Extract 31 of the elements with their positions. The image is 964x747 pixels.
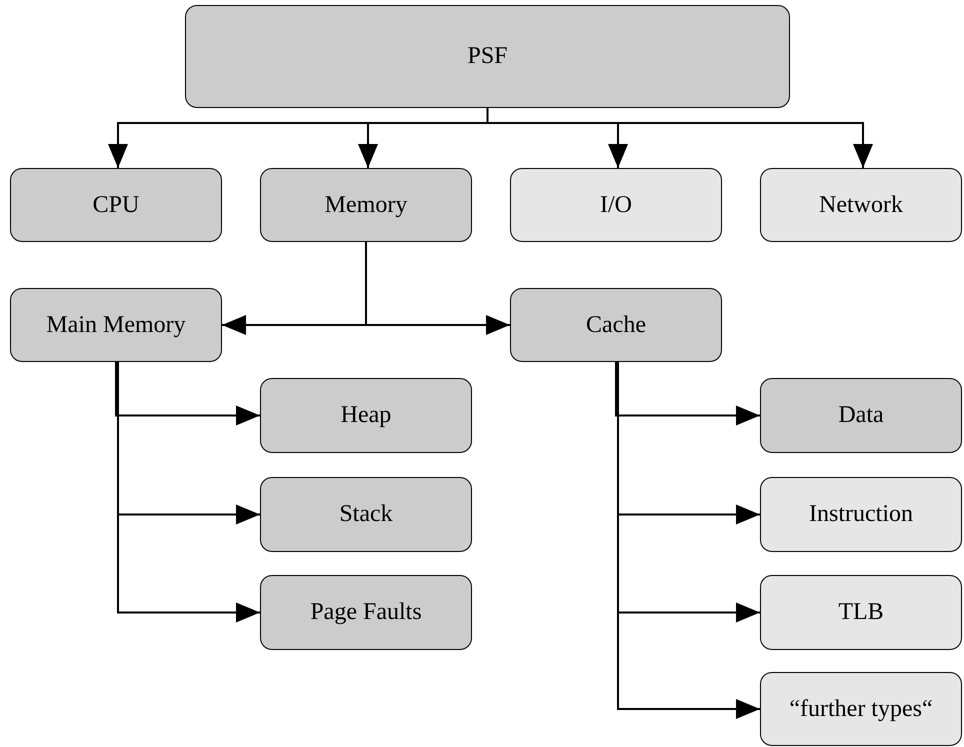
category-box	[760, 477, 962, 552]
category-box	[260, 477, 472, 552]
category-box	[260, 575, 472, 650]
arrow	[365, 242, 510, 335]
box-label: I/O	[600, 192, 632, 218]
arrow	[615, 362, 760, 426]
box-label: CPU	[92, 192, 140, 218]
category-box	[760, 378, 962, 453]
box-label: Main Memory	[46, 312, 186, 338]
category-box	[510, 288, 722, 362]
box-label: “further types“	[789, 696, 933, 722]
box-label: Data	[838, 402, 884, 429]
box-label: PSF	[467, 43, 508, 70]
category-box	[760, 168, 962, 242]
category-box	[10, 288, 222, 362]
category-box	[510, 168, 722, 242]
box-label: Network	[819, 192, 903, 218]
category-box	[760, 575, 962, 650]
category-box	[260, 378, 472, 453]
box-label: TLB	[838, 599, 884, 626]
box-label: Memory	[324, 192, 408, 218]
box-label: Cache	[586, 312, 646, 338]
category-box	[10, 168, 222, 242]
box-label: Heap	[340, 402, 392, 429]
box-label: Instruction	[809, 501, 913, 528]
category-box	[760, 672, 962, 746]
category-box	[260, 168, 472, 242]
box-label: Stack	[339, 501, 393, 528]
arrow	[115, 362, 260, 426]
category-box	[185, 5, 790, 108]
box-label: Page Faults	[310, 599, 422, 626]
